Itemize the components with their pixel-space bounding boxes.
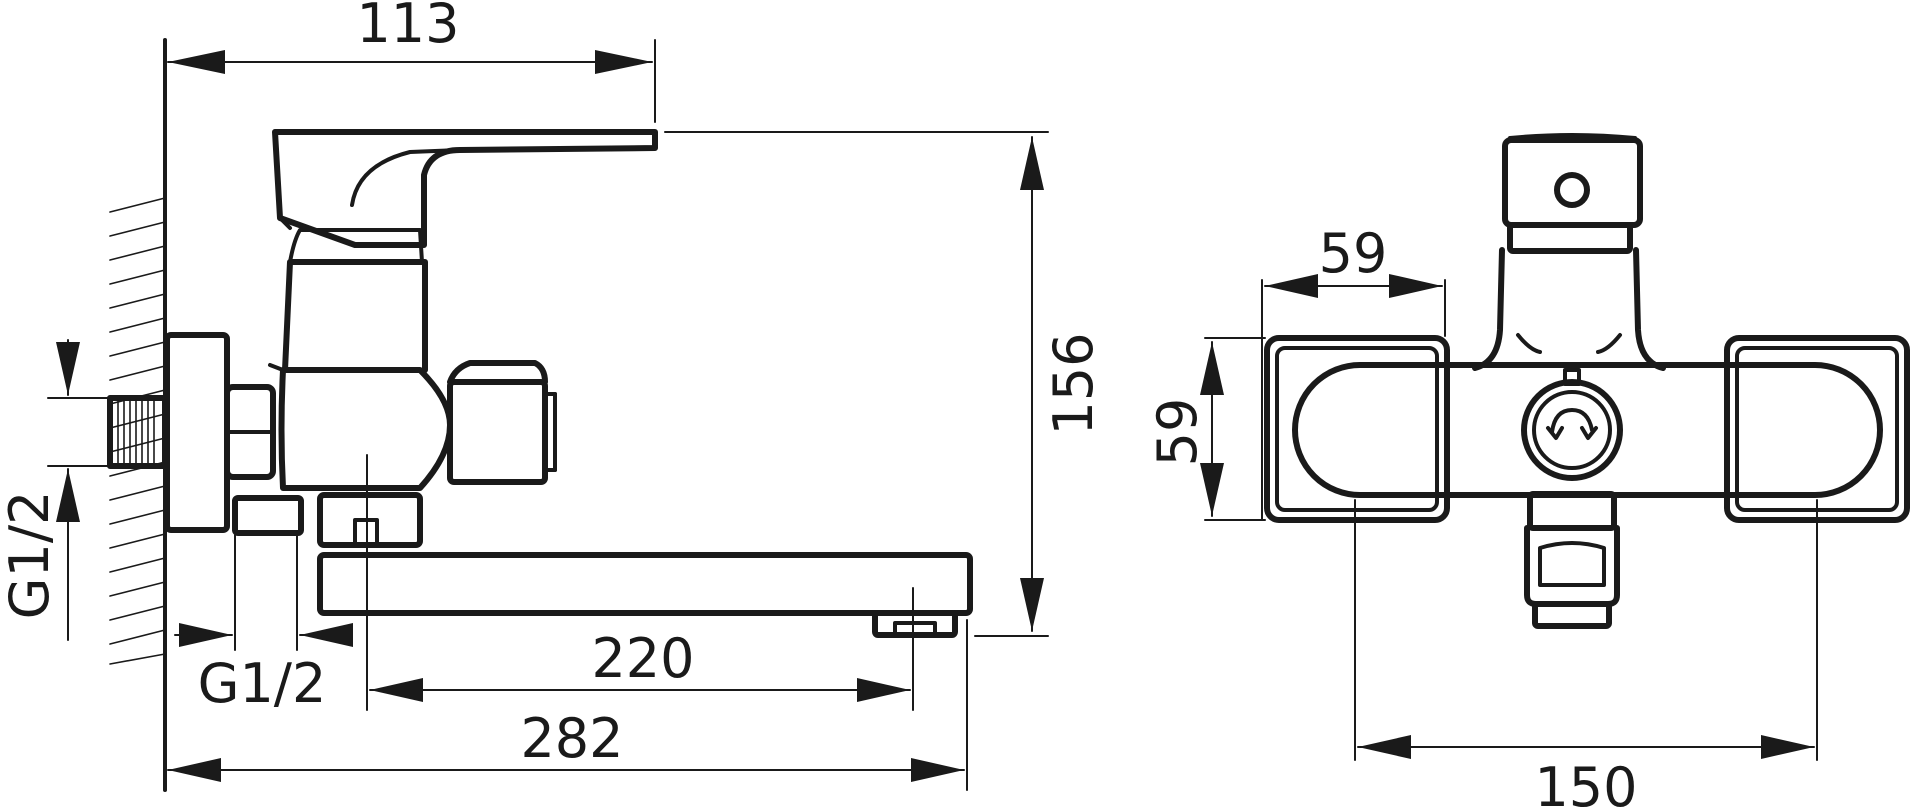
front-view: 59 59 150 [1146, 133, 1910, 811]
dimension-59-horizontal: 59 [1261, 222, 1446, 521]
front-bottom-outlet [1524, 491, 1620, 629]
dimension-156: 156 [664, 131, 1105, 637]
threaded-inlet [107, 395, 168, 469]
diverter-knob [447, 360, 557, 485]
dim-113-label: 113 [356, 0, 459, 55]
dimension-282: 282 [167, 619, 968, 791]
eccentric-connector [224, 384, 304, 536]
dimension-113: 113 [167, 0, 656, 123]
dim-156-label: 156 [1042, 332, 1105, 435]
spout [317, 552, 973, 638]
wall-flange [164, 332, 230, 533]
front-diverter-knob [1521, 368, 1623, 481]
dim-220-label: 220 [591, 627, 694, 690]
dimension-150: 150 [1354, 499, 1818, 811]
lever-handle [272, 129, 658, 248]
mixer-body [268, 228, 453, 491]
dimension-thread-horizontal: G1/2 [174, 534, 353, 715]
dim-59-horizontal-label: 59 [1319, 222, 1388, 285]
lower-outlet [317, 492, 423, 548]
front-handle-cap [1502, 133, 1643, 228]
front-column [1472, 222, 1666, 371]
dim-282-label: 282 [520, 707, 623, 770]
side-view: 113 156 G1/2 G1 [0, 0, 1105, 792]
dim-thread-vertical-label: G1/2 [0, 491, 61, 620]
dim-150-label: 150 [1534, 756, 1637, 811]
dimension-220: 220 [366, 454, 914, 711]
dimension-59-vertical: 59 [1146, 337, 1266, 521]
dim-thread-horizontal-label: G1/2 [198, 652, 327, 715]
left-bracket [1264, 335, 1450, 523]
dimension-thread-vertical: G1/2 [0, 339, 109, 641]
dim-59-vertical-label: 59 [1146, 398, 1209, 467]
